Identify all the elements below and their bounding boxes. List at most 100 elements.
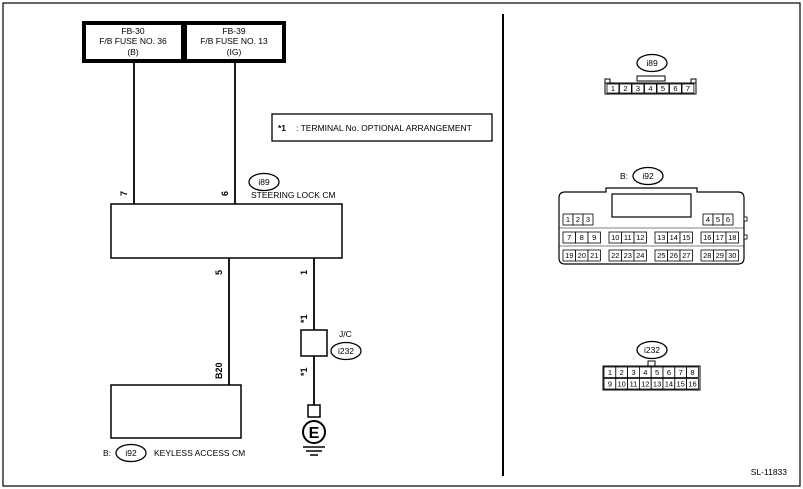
i92-pin-17: 17	[716, 233, 724, 242]
i92-pin-27-cell	[679, 249, 693, 262]
keyless-connector-oval	[115, 443, 147, 463]
i89-pin-7-cell	[681, 83, 695, 94]
i92-pin-4: 4	[706, 215, 710, 224]
i89-pin-4-cell	[644, 83, 657, 94]
i92-prefix: B:	[620, 171, 628, 181]
i92-pin-23: 23	[624, 251, 632, 260]
i92-pin-9: 9	[592, 233, 596, 242]
i89-tab-right	[690, 78, 697, 84]
i92-pin-29: 29	[716, 251, 724, 260]
steering-lock-connector-id: i89	[258, 177, 270, 187]
i232-pin-11: 11	[630, 379, 638, 388]
i92-pin-25: 25	[657, 251, 665, 260]
pin-5-label: 5	[214, 270, 224, 275]
i92-label: i92	[642, 171, 654, 181]
note-text: : TERMINAL No. OPTIONAL ARRANGEMENT	[296, 123, 472, 133]
fuse-fb39-supply: (IG)	[227, 47, 242, 57]
fuse-fb30-supply: (B)	[127, 47, 139, 57]
i232-pin-4: 4	[643, 368, 647, 377]
i89-pin-7: 7	[686, 84, 690, 93]
i89-oval	[636, 53, 668, 73]
fuse-box: FB-30 F/B FUSE NO. 36 (B) FB-39 F/B FUSE…	[82, 21, 286, 63]
i89-pin-6-cell	[669, 83, 682, 94]
i232-pin-16-cell	[686, 378, 699, 390]
i92-pin-1: 1	[566, 215, 570, 224]
i92-pin-28: 28	[703, 251, 711, 260]
i92-pin-20: 20	[578, 251, 586, 260]
i232-pin-7: 7	[679, 368, 683, 377]
keyless-access-cm: B: i92 KEYLESS ACCESS CM	[103, 384, 245, 463]
i92-pin-26: 26	[670, 251, 678, 260]
star-lower-label: *1	[299, 367, 309, 376]
i232-pin-12: 12	[641, 379, 649, 388]
ground-symbol: E	[302, 404, 326, 456]
jc-box	[300, 329, 328, 357]
i92-pin-21: 21	[590, 251, 598, 260]
i232-pin-6: 6	[667, 368, 671, 377]
pin-6-label: 6	[220, 191, 230, 196]
i92-pin-15: 15	[682, 233, 690, 242]
i92-pin-13: 13	[657, 233, 665, 242]
pin-b20-label: B20	[214, 362, 224, 379]
i89-pin-1-cell	[606, 83, 620, 94]
i232-pin-15: 15	[677, 379, 685, 388]
keyless-box	[110, 384, 242, 439]
i92-pin-14: 14	[670, 233, 678, 242]
keyless-connector-id: i92	[125, 448, 137, 458]
i92-pin-18: 18	[728, 233, 736, 242]
i232-pin-8: 8	[690, 368, 694, 377]
i92-pin-22: 22	[611, 251, 619, 260]
jc-connector-oval	[330, 341, 362, 361]
fuse-fb30-id: FB-30	[121, 26, 144, 36]
steering-lock-connector-oval	[248, 172, 280, 192]
jc-connector-id: i232	[338, 346, 354, 356]
i92-pin-27: 27	[682, 251, 690, 260]
fuse-fb39-id: FB-39	[222, 26, 245, 36]
steering-lock-box	[110, 203, 343, 259]
i89-pin-5-cell	[656, 83, 670, 94]
i232-pin-8-cell	[686, 366, 699, 378]
i92-clip-2	[743, 234, 748, 240]
note-frame	[271, 113, 493, 142]
i92-pin-24-cell	[633, 249, 647, 262]
i89-pin-2: 2	[623, 84, 627, 93]
i92-pin-2: 2	[576, 215, 580, 224]
pin-7-label: 7	[119, 191, 129, 196]
keyless-prefix: B:	[103, 448, 111, 458]
i92-pin-12: 12	[636, 233, 644, 242]
i89-tab-left	[604, 78, 611, 84]
steering-lock-cm: i89 STEERING LOCK CM	[110, 172, 343, 259]
i92-pin-3-cell	[582, 213, 594, 226]
star-upper-label: *1	[299, 314, 309, 323]
i92-pin-6: 6	[726, 215, 730, 224]
i232-oval	[636, 340, 668, 360]
jc-name: J/C	[339, 329, 352, 339]
i89-label: i89	[646, 58, 658, 68]
i232-label: i232	[644, 345, 660, 355]
i89-pin-6: 6	[673, 84, 677, 93]
fuse-cell-fb39	[187, 25, 282, 59]
i92-pin-15-cell	[679, 231, 693, 244]
i232-pin-5: 5	[655, 368, 659, 377]
ground-terminal	[307, 404, 321, 418]
i232-pin-16: 16	[688, 379, 696, 388]
i89-pin-5: 5	[661, 84, 665, 93]
joint-connector: J/C i232	[300, 329, 362, 361]
i92-pin-30: 30	[728, 251, 736, 260]
i89-pin-2-cell	[619, 83, 632, 94]
i92-pin-11: 11	[624, 233, 632, 242]
i92-pin-6-cell	[722, 213, 734, 226]
i92-pin-21-cell	[587, 249, 601, 262]
i92-pin-5: 5	[716, 215, 720, 224]
i92-pin-24: 24	[636, 251, 644, 260]
i92-oval	[632, 166, 664, 186]
i92-pin-7: 7	[567, 233, 571, 242]
i232-latch	[647, 360, 656, 367]
i232-pin-10: 10	[618, 379, 626, 388]
i232-pin-14: 14	[665, 379, 673, 388]
